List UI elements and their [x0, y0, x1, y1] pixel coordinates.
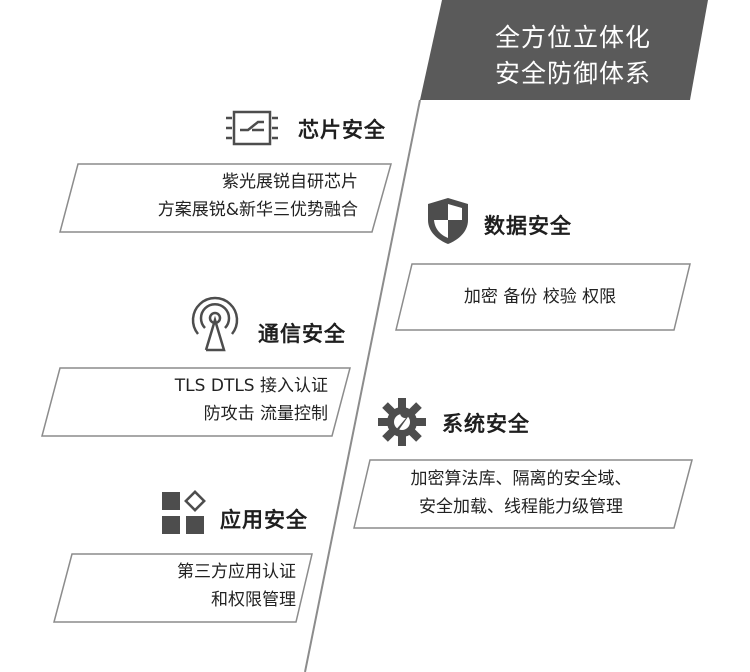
chip-security-title: 芯片安全	[298, 118, 386, 142]
data-security-line-1: 加密 备份 校验 权限	[463, 287, 617, 307]
app-security-text: 第三方应用认证 和权限管理	[70, 558, 296, 614]
banner-title: 全方位立体化 安全防御体系	[458, 20, 688, 92]
data-security-box	[395, 263, 691, 331]
system-security-text: 加密算法库、隔离的安全域、 安全加载、线程能力级管理	[366, 465, 676, 521]
app-security-line-2: 和权限管理	[211, 590, 296, 610]
system-security-line-2: 安全加载、线程能力级管理	[419, 497, 623, 517]
app-grid-icon	[162, 490, 206, 534]
system-security-title: 系统安全	[442, 412, 530, 436]
banner-shape	[420, 0, 708, 100]
system-security-line-1: 加密算法库、隔离的安全域、	[410, 469, 632, 489]
system-security-box	[353, 459, 693, 529]
chip-icon	[226, 110, 278, 146]
antenna-icon	[191, 296, 239, 352]
data-security-title: 数据安全	[484, 214, 572, 238]
banner-title-line-2: 安全防御体系	[494, 59, 651, 88]
comm-security-line-2: 防攻击 流量控制	[203, 404, 328, 424]
app-security-line-1: 第三方应用认证	[177, 562, 296, 582]
comm-security-line-1: TLS DTLS 接入认证	[174, 376, 328, 396]
chip-security-line-2: 方案展锐&新华三优势融合	[157, 200, 358, 220]
banner-title-line-1: 全方位立体化	[494, 23, 651, 52]
chip-security-line-1: 紫光展锐自研芯片	[222, 172, 358, 192]
chip-security-box	[59, 163, 392, 233]
gear-wrench-icon	[378, 398, 426, 446]
app-security-box	[53, 553, 313, 623]
chip-security-text: 紫光展锐自研芯片 方案展锐&新华三优势融合	[70, 168, 358, 224]
app-security-title: 应用安全	[220, 508, 308, 532]
data-security-text: 加密 备份 校验 权限	[410, 283, 670, 311]
central-spine-line	[304, 99, 421, 672]
comm-security-box	[41, 367, 351, 437]
comm-security-title: 通信安全	[258, 322, 346, 346]
shield-icon	[428, 198, 468, 244]
comm-security-text: TLS DTLS 接入认证 防攻击 流量控制	[60, 372, 328, 428]
